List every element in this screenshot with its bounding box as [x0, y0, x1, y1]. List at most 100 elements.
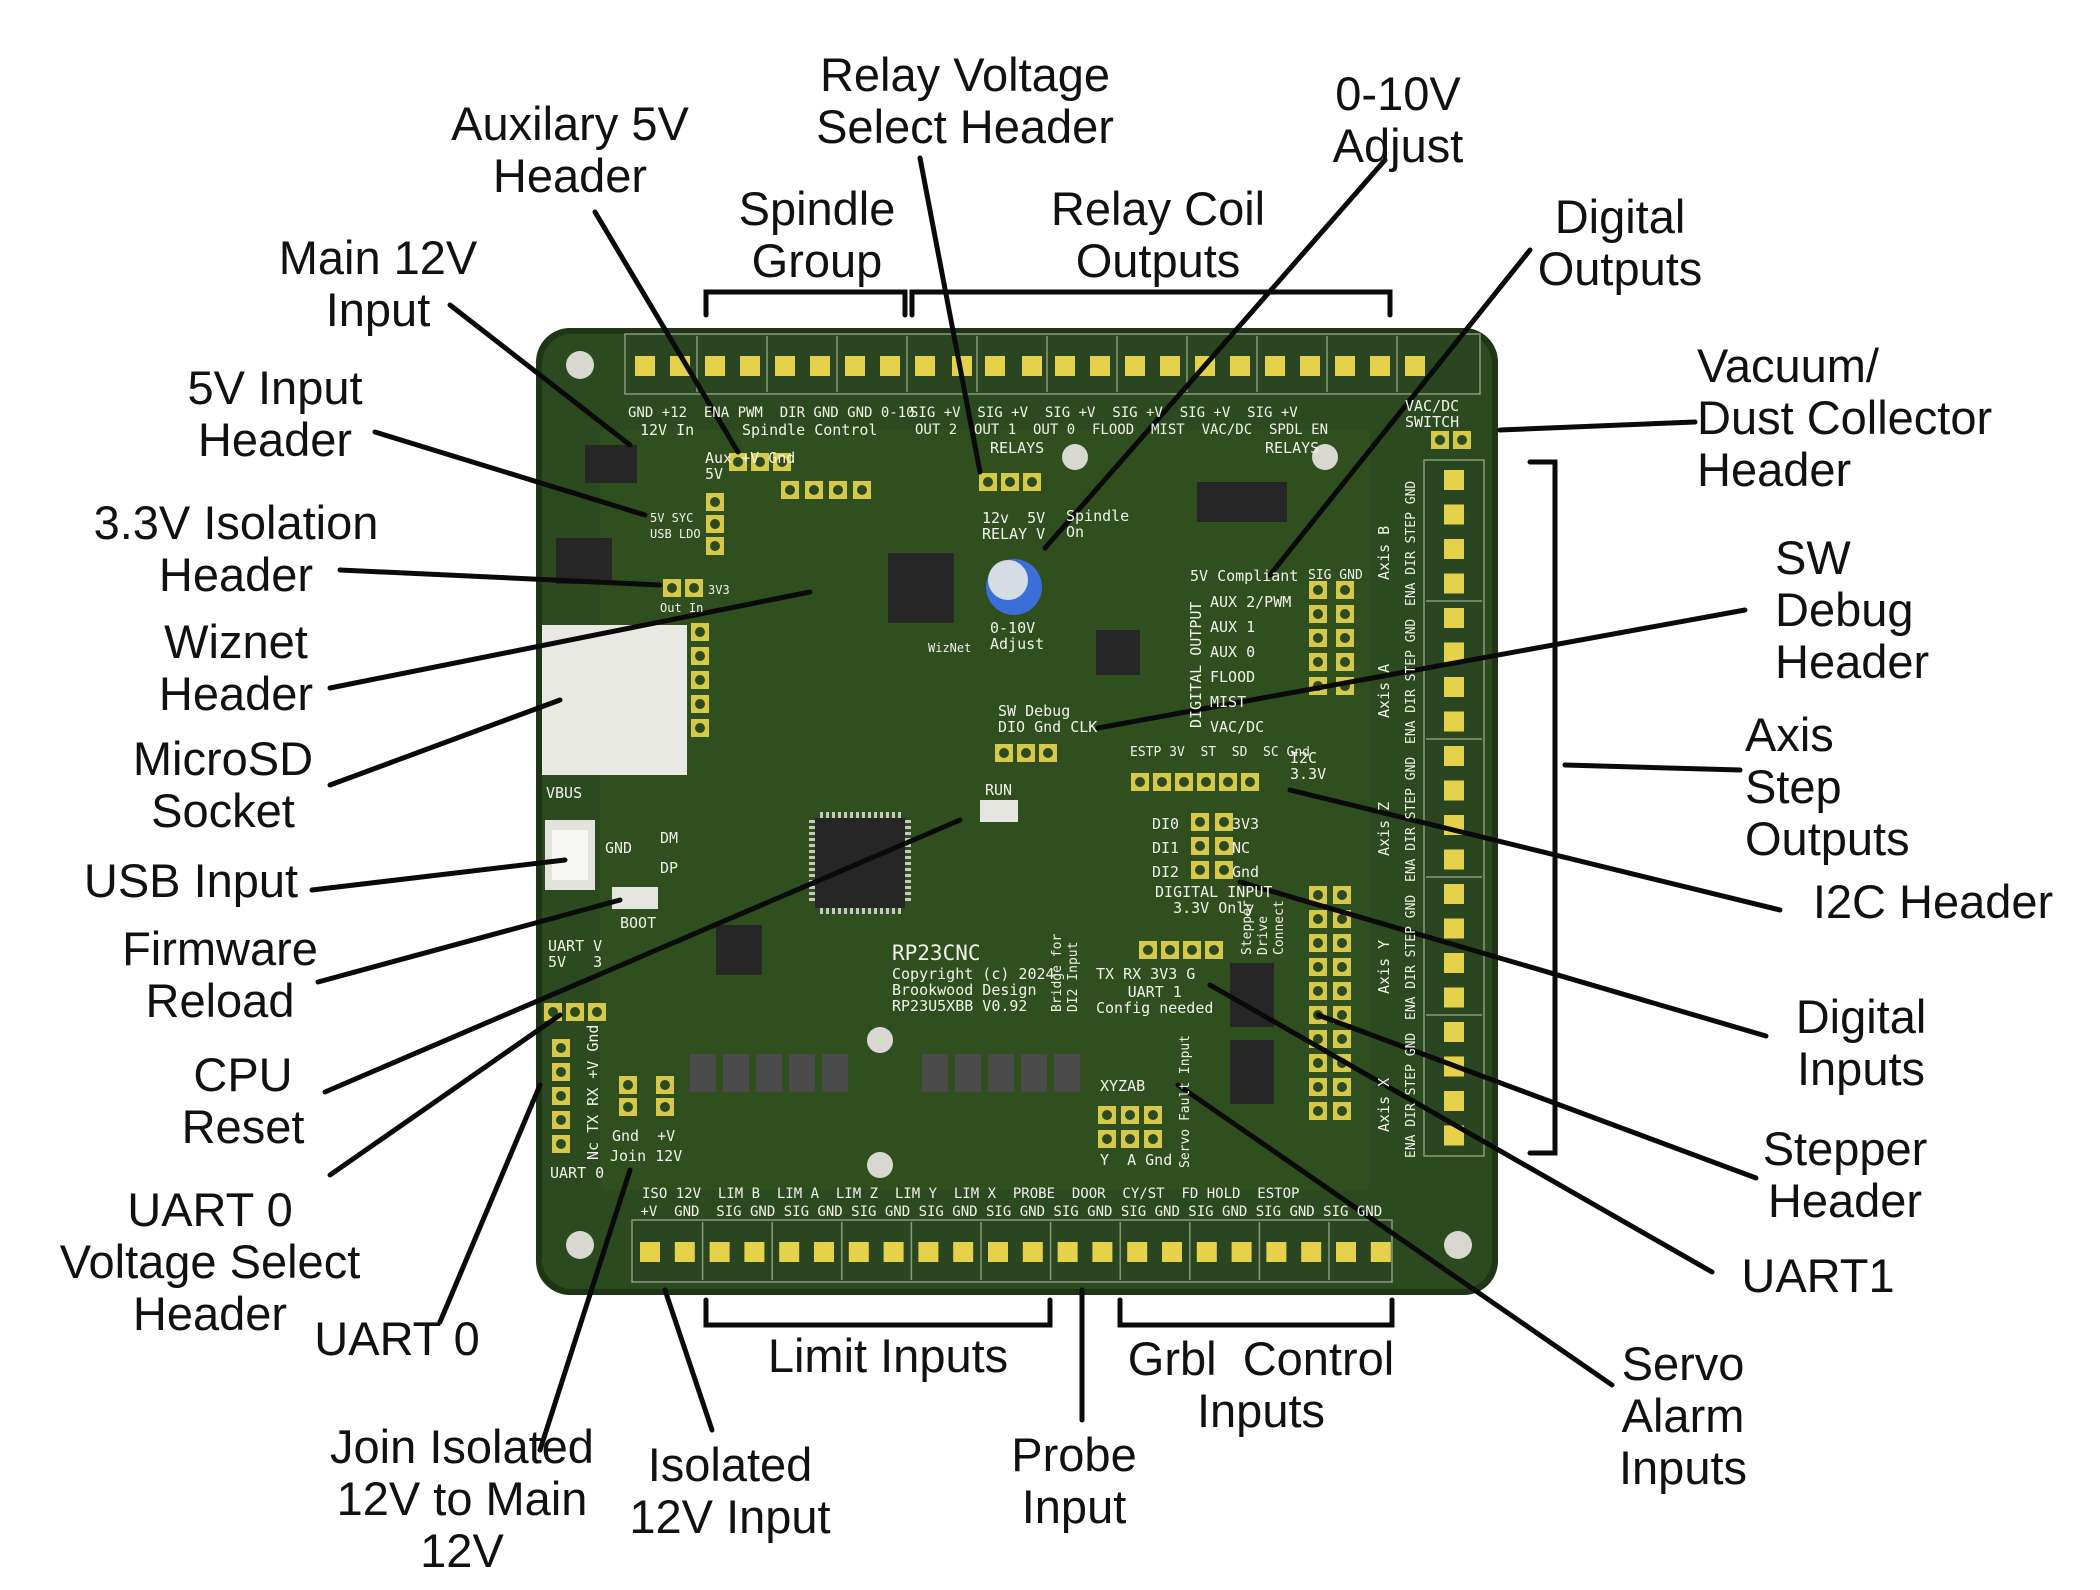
- terminal-pad: [710, 1242, 730, 1262]
- silk-sig-gnd: SIG GND: [1308, 568, 1363, 584]
- label-usb-input: USB Input: [84, 855, 298, 907]
- label-vacuum-dust-collector-header: Vacuum/ Dust Collector Header: [1697, 340, 1992, 496]
- terminal-pad: [880, 356, 900, 376]
- terminal-pad: [1090, 356, 1110, 376]
- silk-di-pins: DI0 DI1 DI2: [1152, 812, 1179, 884]
- silk-dm: DM: [660, 830, 678, 846]
- label-grbl-control-inputs: Grbl Control Inputs: [1128, 1333, 1394, 1437]
- terminal-pad: [779, 1242, 799, 1262]
- silk-out-in: Out In: [660, 600, 703, 616]
- silk-relay-pins: SIG +V SIG +V SIG +V SIG +V SIG +V SIG +…: [910, 405, 1298, 421]
- silk-gnd: GND: [605, 840, 632, 856]
- terminal-pad: [1444, 1022, 1464, 1042]
- label-i2c-header: I2C Header: [1813, 876, 2053, 928]
- bracket: [706, 1300, 1050, 1325]
- terminal-pad: [1370, 356, 1390, 376]
- terminal-pad: [1444, 539, 1464, 559]
- silk-copyright: Copyright (c) 2024 Brookwood Design RP23…: [892, 966, 1055, 1014]
- label-join-isolated-12v: Join Isolated 12V to Main 12V: [330, 1421, 594, 1577]
- silk-vbus: VBUS: [546, 785, 582, 801]
- silk-xyzab: XYZAB: [1100, 1078, 1145, 1094]
- terminal-pad: [1266, 1242, 1286, 1262]
- silk-relays-1: RELAYS: [990, 440, 1044, 456]
- bottom-terminal-block: [632, 1220, 1392, 1282]
- silk-usb-ldo: 5V SYC USB LDO: [650, 510, 701, 542]
- bracket: [706, 292, 905, 315]
- terminal-pad: [744, 1242, 764, 1262]
- leader-line: [312, 860, 565, 890]
- label-5v-input-header: 5V Input Header: [187, 362, 362, 466]
- label-stepper-header: Stepper Header: [1763, 1123, 1928, 1227]
- terminal-pad: [1127, 1242, 1147, 1262]
- terminal-pad: [918, 1242, 938, 1262]
- terminal-pad: [1444, 470, 1464, 490]
- silk-stepper-drive: Stepper Drive Connect: [1240, 900, 1288, 955]
- label-relay-voltage-select-header: Relay Voltage Select Header: [816, 49, 1114, 153]
- terminal-pad: [845, 356, 865, 376]
- silk-uart0-pins: Nc TX RX +V Gnd: [585, 1025, 601, 1160]
- silk-axis-pins: ENA DIR STEP GND: [1404, 1033, 1420, 1158]
- leader-line: [1500, 422, 1695, 430]
- microsd-socket: [542, 625, 687, 775]
- terminal-pad: [675, 1242, 695, 1262]
- terminal-pad: [985, 356, 1005, 376]
- silk-3v3: 3V3: [708, 582, 730, 598]
- silk-di-right: 3V3 NC Gnd: [1232, 812, 1259, 884]
- top-terminal-block: [625, 334, 1480, 394]
- silk-axis-label: Axis Z: [1376, 802, 1392, 856]
- label-auxilary-5v-header: Auxilary 5V Header: [451, 98, 689, 202]
- silk-spindle-control: Spindle Control: [742, 422, 877, 438]
- terminal-pad: [1197, 1242, 1217, 1262]
- label-isolated-12v-input: Isolated 12V Input: [629, 1439, 830, 1543]
- silk-axis-label: Axis X: [1376, 1078, 1392, 1132]
- silk-i2c-pins: ESTP 3V ST SD SC Gnd: [1130, 745, 1310, 761]
- label-axis-step-outputs: Axis Step Outputs: [1745, 709, 1910, 865]
- terminal-pad: [640, 1242, 660, 1262]
- terminal-pad: [1023, 1242, 1043, 1262]
- silk-uart1-label: UART 1 Config needed: [1096, 984, 1213, 1016]
- label-uart1: UART1: [1741, 1250, 1894, 1302]
- terminal-pad: [1444, 850, 1464, 870]
- silk-uart1-pins: TX RX 3V3 G: [1096, 966, 1195, 982]
- silk-axis-label: Axis Y: [1376, 940, 1392, 994]
- terminal-pad: [1444, 746, 1464, 766]
- wiznet-chip: [888, 553, 954, 623]
- silk-spindle-on: Spindle On: [1066, 508, 1129, 540]
- terminal-pad: [915, 356, 935, 376]
- label-limit-inputs: Limit Inputs: [768, 1330, 1008, 1382]
- terminal-pad: [1444, 712, 1464, 732]
- terminal-pad: [1022, 356, 1042, 376]
- silk-5v-compliant: 5V Compliant: [1190, 568, 1298, 584]
- terminal-pad: [1300, 356, 1320, 376]
- silk-bottom-pins: +V GND SIG GND SIG GND SIG GND SIG GND S…: [632, 1204, 1382, 1220]
- silk-aux-header: Aux +V Gnd 5V: [705, 450, 795, 482]
- leader-line: [330, 700, 560, 785]
- silk-servo-fault: Servo Fault Input: [1178, 1035, 1194, 1168]
- bracket: [912, 292, 1390, 315]
- silk-boot: BOOT: [620, 915, 656, 931]
- silk-12v-in: 12V In: [640, 422, 694, 438]
- label-3-3v-isolation-header: 3.3V Isolation Header: [94, 497, 379, 601]
- label-spindle-group: Spindle Group: [739, 183, 896, 287]
- terminal-pad: [1230, 356, 1250, 376]
- silk-axis-pins: ENA DIR STEP GND: [1404, 481, 1420, 606]
- silk-sw-debug: SW Debug DIO Gnd CLK: [998, 703, 1097, 735]
- terminal-pad: [1335, 356, 1355, 376]
- label-microsd-socket: MicroSD Socket: [133, 733, 313, 837]
- silk-gnd-plus-v: Gnd +V: [612, 1128, 675, 1144]
- silk-run: RUN: [985, 782, 1012, 798]
- leader-line: [440, 1085, 540, 1322]
- label-main-12v-input: Main 12V Input: [279, 232, 478, 336]
- terminal-pad: [1055, 356, 1075, 376]
- silk-axis-label: Axis B: [1376, 526, 1392, 580]
- silk-board-name: RP23CNC: [892, 942, 981, 965]
- terminal-pad: [1232, 1242, 1252, 1262]
- silk-vac-switch: VAC/DC SWITCH: [1405, 398, 1459, 430]
- silk-digital-output: DIGITAL OUTPUT: [1188, 602, 1204, 728]
- terminal-pad: [1371, 1242, 1391, 1262]
- run-button: [980, 800, 1018, 822]
- terminal-pad: [849, 1242, 869, 1262]
- terminal-pad: [1058, 1242, 1078, 1262]
- terminal-pad: [1301, 1242, 1321, 1262]
- silk-relay-v: 12v 5V RELAY V: [982, 510, 1045, 542]
